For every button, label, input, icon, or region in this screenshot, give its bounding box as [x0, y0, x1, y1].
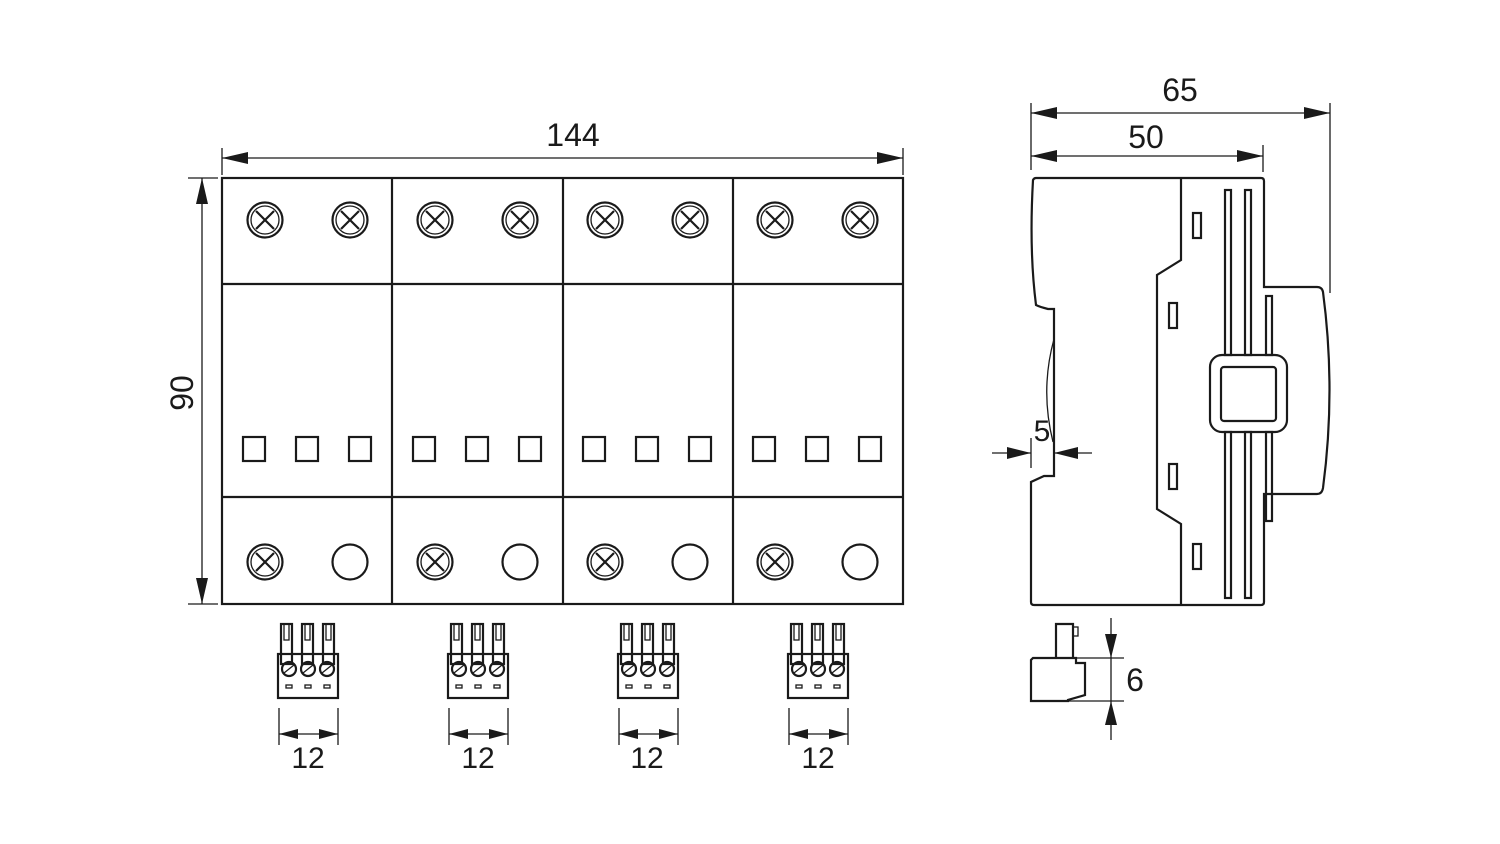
side-body-outline: [1029, 176, 1331, 607]
module-1: [241, 201, 373, 581]
dimension-label-height: 90: [164, 375, 200, 411]
din-clip: [1208, 353, 1289, 434]
dimension-label-depth-total: 65: [1162, 72, 1198, 108]
indicator-window: [347, 435, 373, 463]
side-view: 65 50: [992, 72, 1331, 740]
connector-side: [1029, 622, 1087, 703]
dimension-label-connector: 12: [291, 742, 324, 775]
dimension-depth-50: 50: [1031, 119, 1264, 172]
dimension-label-connector: 12: [630, 742, 663, 775]
module-2: [411, 201, 543, 581]
dimension-width-144: 144: [221, 117, 904, 175]
dimension-label-connector-height: 6: [1126, 662, 1144, 698]
indicator-window: [294, 435, 320, 463]
connector-4: 12: [786, 622, 850, 775]
dimension-connector-6: 6: [1068, 618, 1144, 740]
front-view: 144 90: [164, 117, 905, 775]
dimension-label-width: 144: [546, 117, 599, 153]
dimension-label-rail-offset: 5: [1034, 415, 1051, 448]
connector-3: 12: [616, 622, 680, 775]
terminal-screw-icon: [246, 543, 284, 581]
connector-1: 12: [276, 622, 340, 775]
dimension-label-connector: 12: [461, 742, 494, 775]
module-4: [751, 201, 883, 581]
module-3: [581, 201, 713, 581]
terminal-hole-icon: [331, 543, 369, 581]
dimension-label-depth-body: 50: [1128, 119, 1164, 155]
dimension-label-connector: 12: [801, 742, 834, 775]
terminal-screw-icon: [246, 201, 284, 239]
connector-2: 12: [446, 622, 510, 775]
dimension-rail-5: 5: [992, 415, 1092, 468]
indicator-window: [241, 435, 267, 463]
terminal-screw-icon: [331, 201, 369, 239]
dimension-depth-65: 65: [1030, 72, 1331, 293]
dimension-height-90: 90: [164, 177, 218, 605]
